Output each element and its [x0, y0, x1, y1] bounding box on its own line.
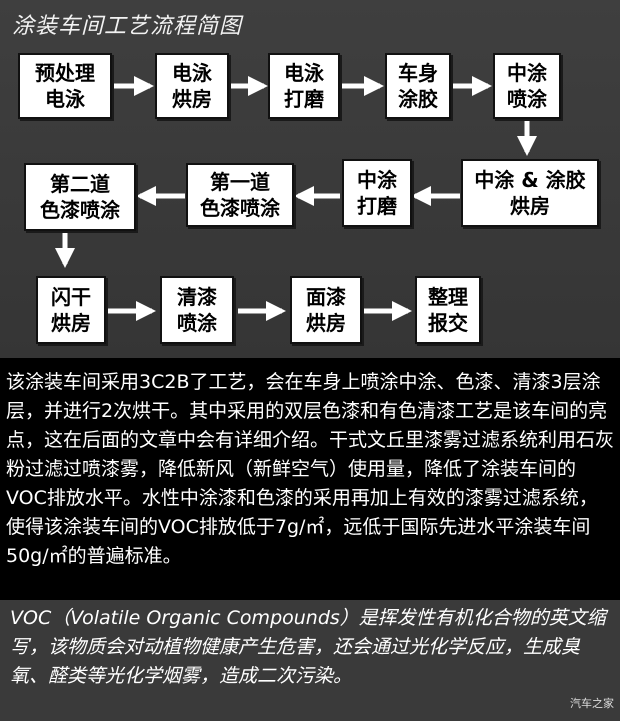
watermark: 汽车之家 — [570, 697, 614, 710]
voc-note-text: VOC（Volatile Organic Compounds）是挥发性有机化合物… — [10, 607, 606, 687]
description-text: 该涂装车间采用3C2B了工艺，会在车身上喷涂中涂、色漆、清漆3层涂层，并进行2次… — [6, 371, 615, 567]
step-clearcoat-spray: 清漆 喷涂 — [160, 276, 234, 344]
step-ed-oven: 电泳 烘房 — [155, 53, 229, 119]
voc-note-panel: VOC（Volatile Organic Compounds）是挥发性有机化合物… — [0, 600, 620, 721]
step-ed-sanding: 电泳 打磨 — [268, 53, 340, 119]
step-basecoat-1: 第一道 色漆喷涂 — [186, 163, 294, 227]
diagram-title: 涂装车间工艺流程简图 — [12, 14, 243, 39]
process-diagram: 涂装车间工艺流程简图 预处理 电泳 电泳 烘房 电泳 打磨 车身 涂胶 中涂 喷… — [0, 0, 620, 358]
step-pretreatment-ed: 预处理 电泳 — [18, 53, 112, 119]
step-primer-spray: 中涂 喷涂 — [493, 53, 561, 119]
step-body-sealing: 车身 涂胶 — [385, 53, 451, 119]
description-panel: 该涂装车间采用3C2B了工艺，会在车身上喷涂中涂、色漆、清漆3层涂层，并进行2次… — [0, 358, 620, 600]
flow-arrows — [55, 76, 537, 321]
step-primer-sanding: 中涂 打磨 — [342, 159, 412, 227]
step-primer-sealing-oven: 中涂 & 涂胶 烘房 — [461, 159, 599, 227]
step-basecoat-2: 第二道 色漆喷涂 — [24, 163, 136, 231]
step-topcoat-oven: 面漆 烘房 — [290, 276, 362, 344]
step-flash-oven: 闪干 烘房 — [36, 276, 106, 344]
step-final-inspection: 整理 报交 — [415, 276, 481, 344]
